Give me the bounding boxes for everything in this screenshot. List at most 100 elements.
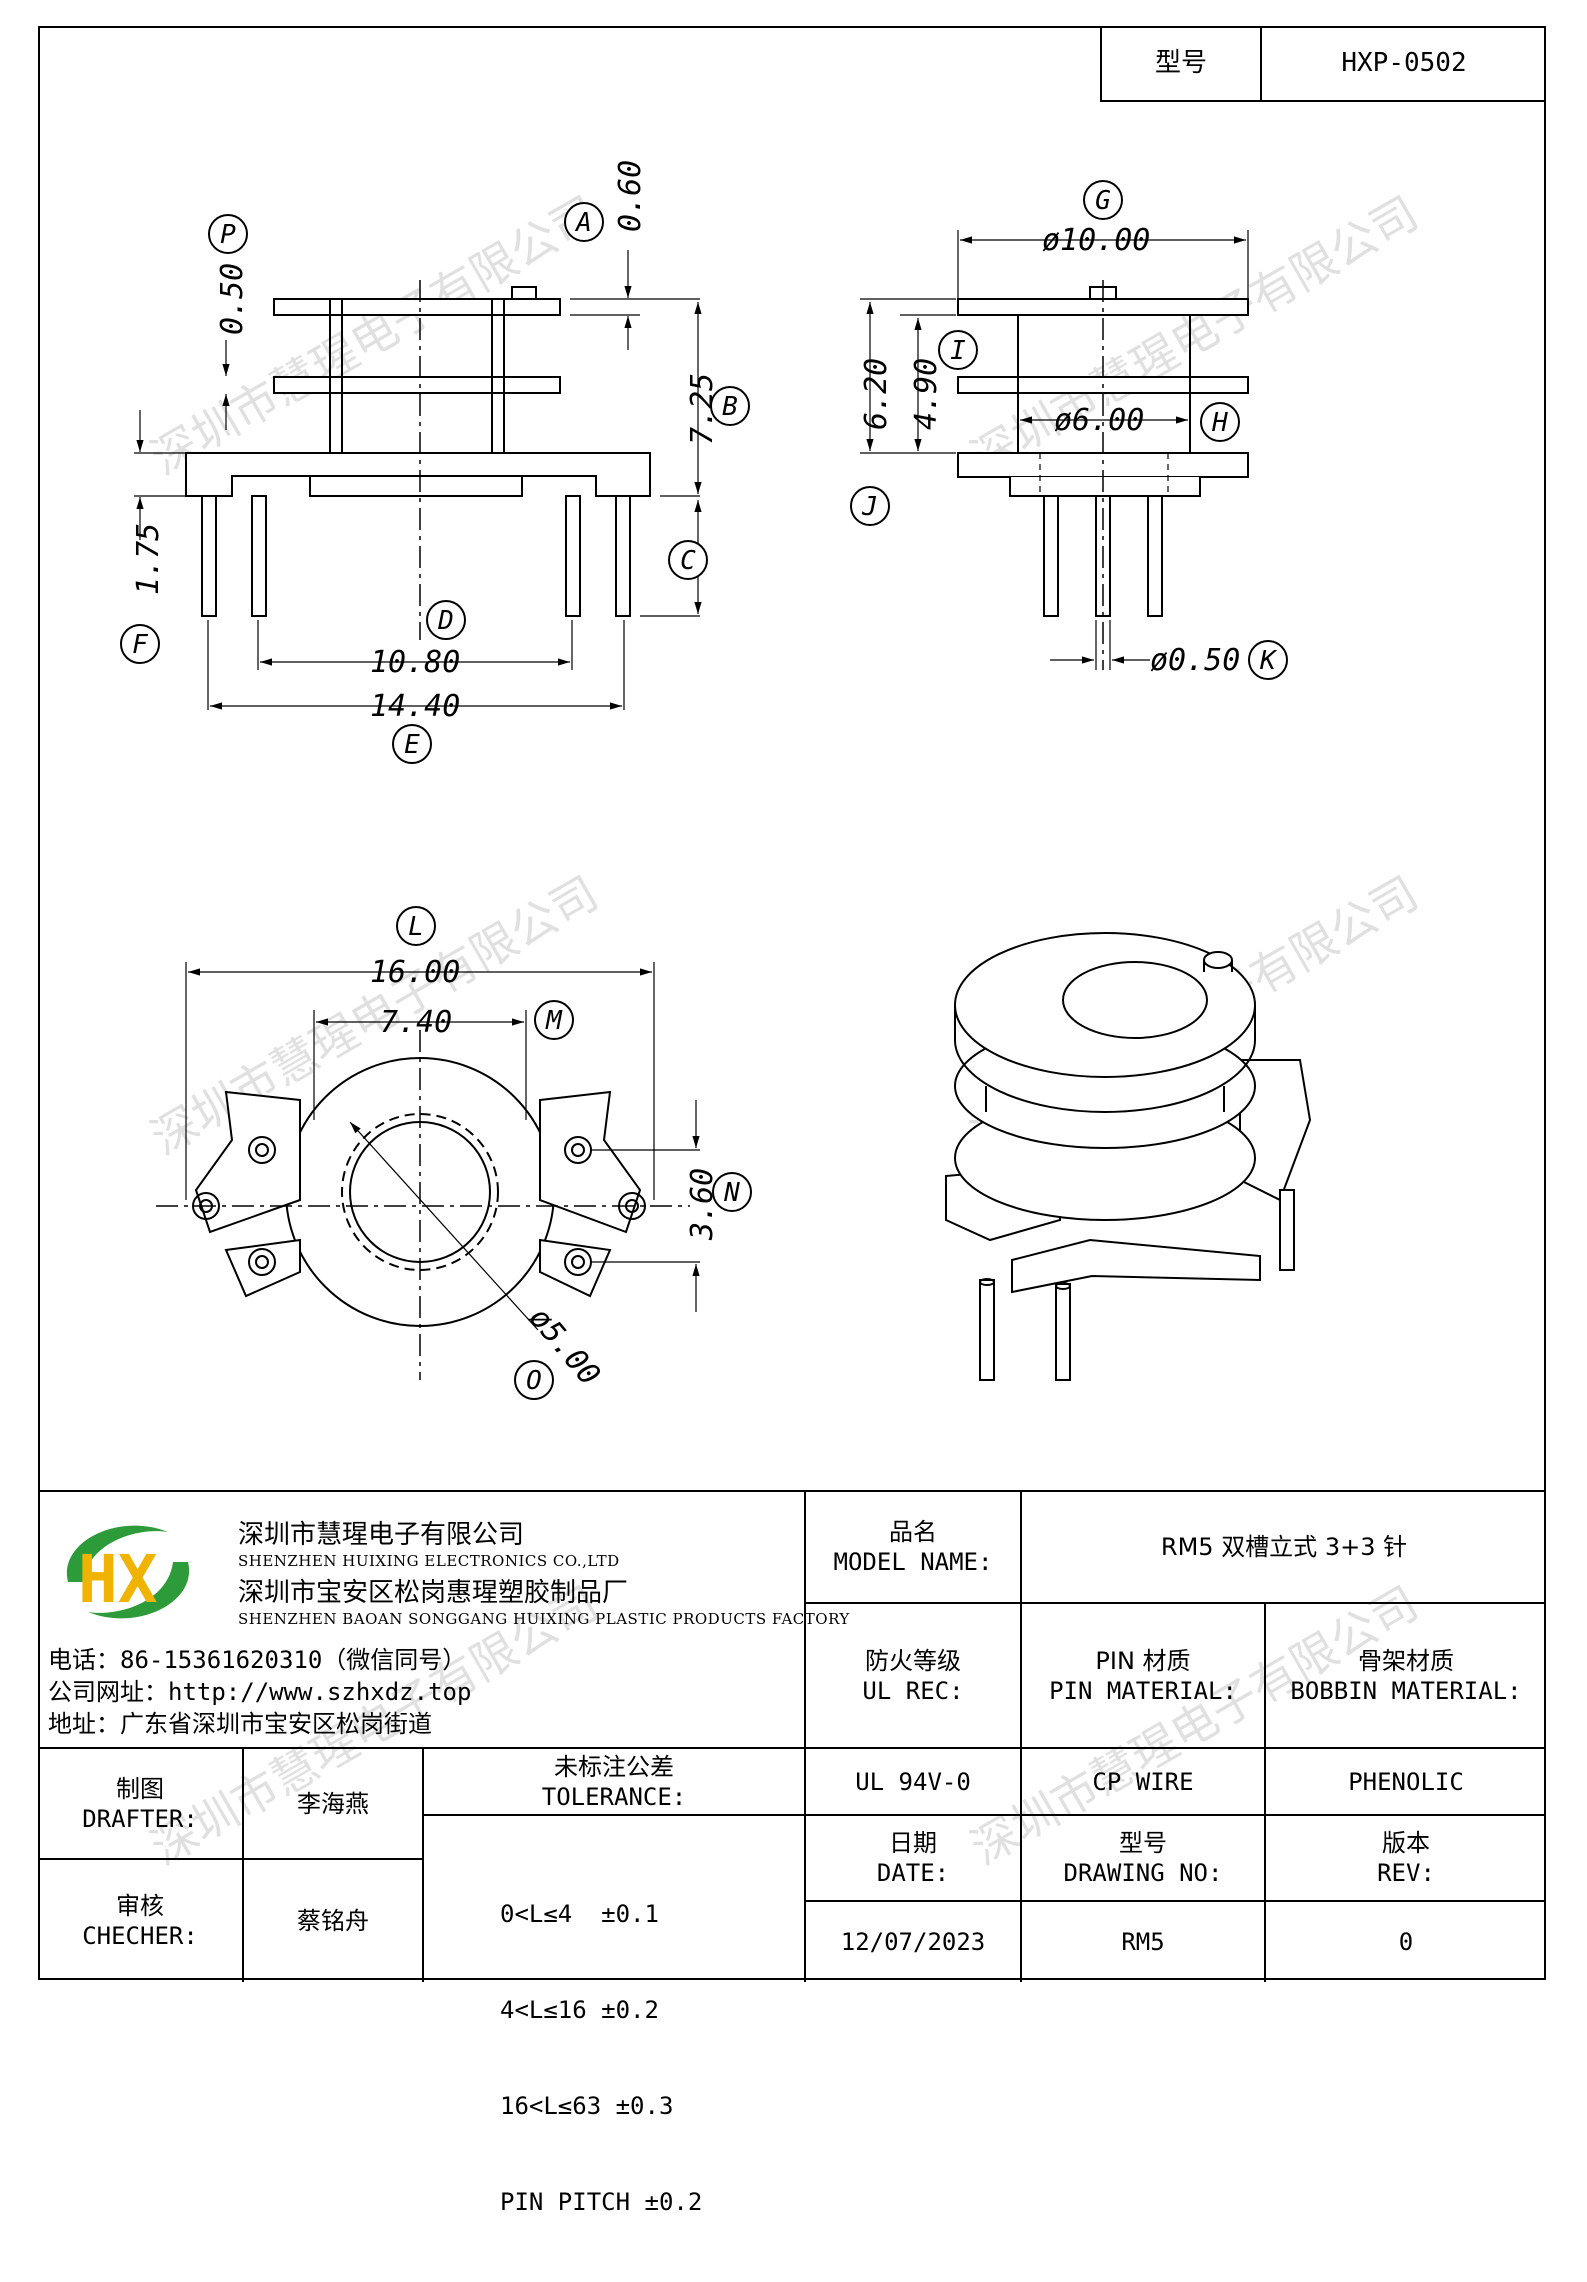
checker-label-cn: 审核 — [116, 1892, 164, 1920]
svg-text:O: O — [526, 1366, 542, 1396]
balloon-E: E — [392, 724, 432, 764]
rev-label: 版本 REV: — [1266, 1816, 1546, 1900]
rev-label-cn: 版本 — [1382, 1829, 1430, 1857]
company-name-en: SHENZHEN HUIXING ELECTRONICS CO.,LTD — [238, 1552, 620, 1570]
checker-label: 审核 CHECHER: — [38, 1860, 242, 1982]
model-box-label: 型号 — [1154, 47, 1207, 78]
pin-material-value: CP WIRE — [1092, 1767, 1194, 1796]
front-view — [860, 230, 1249, 670]
ul-rec-label: 防火等级 UL REC: — [806, 1604, 1020, 1747]
rev-label-en: REV: — [1377, 1859, 1435, 1887]
dim-I-value: 4.90 — [909, 358, 944, 430]
bobbin-material-value: PHENOLIC — [1348, 1767, 1464, 1796]
side-view — [134, 250, 702, 710]
balloon-J: J — [850, 486, 890, 526]
drawing-frame — [38, 26, 1546, 1980]
balloon-G: G — [1083, 180, 1123, 220]
isometric-view — [945, 932, 1312, 1381]
tolerance-list: 0<L≤4 ±0.1 4<L≤16 ±0.2 16<L≤63 ±0.3 PIN … — [500, 1834, 702, 2282]
model-box-value: HXP-0502 — [1341, 47, 1467, 78]
balloon-C: C — [668, 540, 708, 580]
balloon-L: L — [396, 906, 436, 946]
company-address: 地址：广东省深圳市宝安区松岗街道 — [48, 1710, 432, 1738]
svg-text:G: G — [1095, 186, 1111, 216]
pin-material-label-en: PIN MATERIAL: — [1049, 1676, 1237, 1705]
title-block: HX 深圳市慧瑆电子有限公司 SHENZHEN HUIXING ELECTRON… — [38, 1490, 1546, 2216]
svg-text:J: J — [861, 492, 878, 522]
dim-F-value: 1.75 — [131, 523, 166, 595]
pin-material-label: PIN 材质 PIN MATERIAL: — [1022, 1604, 1264, 1747]
balloon-O: O — [514, 1360, 554, 1400]
balloon-M: M — [534, 1000, 574, 1040]
model-box: 型号 HXP-0502 — [1100, 26, 1546, 102]
tolerance-line: 0<L≤4 ±0.1 — [500, 1900, 659, 1928]
balloon-D: D — [426, 600, 466, 640]
balloon-A: A — [564, 202, 604, 242]
tolerance-line: 16<L≤63 ±0.3 — [500, 2092, 674, 2120]
company-phone: 电话：86-15361620310（微信同号） — [48, 1646, 467, 1674]
svg-text:K: K — [1259, 646, 1278, 676]
dim-L-value: 16.00 — [370, 955, 460, 990]
date-label: 日期 DATE: — [806, 1816, 1020, 1900]
tolerance-label-cn: 未标注公差 — [554, 1752, 674, 1781]
checker-value: 蔡铭舟 — [297, 1907, 369, 1935]
svg-text:N: N — [723, 1178, 740, 1208]
date-label-en: DATE: — [876, 1859, 950, 1887]
svg-text:I: I — [950, 336, 966, 366]
bobbin-material-label: 骨架材质 BOBBIN MATERIAL: — [1266, 1604, 1546, 1747]
svg-text:D: D — [437, 606, 454, 636]
svg-text:C: C — [680, 546, 696, 576]
drawing-no-label: 型号 DRAWING NO: — [1022, 1816, 1264, 1900]
dim-A-value: 0.60 — [613, 160, 648, 232]
svg-text:B: B — [722, 392, 738, 422]
svg-text:H: H — [1211, 408, 1228, 438]
model-name-value: RM5 双槽立式 3+3 针 — [1160, 1533, 1408, 1561]
dim-G-value: ø10.00 — [1042, 223, 1150, 258]
dim-H-value: ø6.00 — [1054, 403, 1144, 438]
company-website: 公司网址：http://www.szhxdz.top — [48, 1678, 472, 1706]
bobbin-material-label-cn: 骨架材质 — [1358, 1646, 1454, 1675]
bottom-view — [156, 962, 700, 1380]
drawing-no-label-en: DRAWING NO: — [1063, 1859, 1223, 1887]
date-label-cn: 日期 — [889, 1829, 937, 1857]
balloon-B: B — [710, 386, 750, 426]
drafter-value: 李海燕 — [297, 1789, 369, 1818]
bobbin-material-label-en: BOBBIN MATERIAL: — [1290, 1676, 1522, 1705]
balloon-P: P — [208, 214, 248, 254]
drawing-no-label-cn: 型号 — [1119, 1829, 1167, 1857]
rev-value: 0 — [1398, 1928, 1414, 1956]
factory-name-cn: 深圳市宝安区松岗惠瑆塑胶制品厂 — [238, 1578, 629, 1608]
tolerance-line: PIN PITCH ±0.2 — [500, 2188, 703, 2216]
company-logo: HX — [66, 1525, 190, 1619]
svg-text:F: F — [132, 630, 149, 660]
drafter-label-en: DRAFTER: — [82, 1804, 198, 1833]
balloon-I: I — [938, 330, 978, 370]
drafter-label-cn: 制图 — [116, 1774, 164, 1803]
svg-text:M: M — [545, 1006, 563, 1036]
factory-name-en: SHENZHEN BAOAN SONGGANG HUIXING PLASTIC … — [238, 1610, 850, 1628]
drafter-label: 制图 DRAFTER: — [38, 1749, 242, 1858]
date-value: 12/07/2023 — [840, 1928, 986, 1956]
dim-J-value: 6.20 — [859, 358, 894, 430]
dim-E-value: 14.40 — [370, 689, 460, 724]
dim-D-value: 10.80 — [370, 645, 460, 680]
svg-text:P: P — [220, 220, 236, 250]
pin-material-label-cn: PIN 材质 — [1095, 1646, 1191, 1675]
tolerance-label: 未标注公差 TOLERANCE: — [424, 1749, 804, 1814]
ul-rec-label-en: UL REC: — [862, 1676, 964, 1705]
model-name-label-en: MODEL NAME: — [833, 1548, 993, 1576]
drawing-no-value: RM5 — [1121, 1928, 1165, 1956]
ul-rec-value: UL 94V-0 — [855, 1767, 971, 1796]
model-name-label-cn: 品名 — [889, 1518, 937, 1546]
balloon-H: H — [1200, 402, 1240, 442]
dim-P-value: 0.50 — [215, 263, 250, 335]
logo-letters: HX — [78, 1541, 157, 1618]
dim-K-value: ø0.50 — [1150, 643, 1240, 678]
svg-text:L: L — [408, 912, 424, 942]
balloon-F: F — [120, 624, 160, 664]
company-name-cn: 深圳市慧瑆电子有限公司 — [238, 1520, 525, 1550]
svg-text:A: A — [574, 208, 592, 238]
technical-drawing: 0.60 0.50 7.25 1.75 10.80 14.40 ø10.00 4… — [120, 160, 1312, 1400]
svg-text:E: E — [404, 730, 420, 760]
balloon-N: N — [712, 1172, 752, 1212]
